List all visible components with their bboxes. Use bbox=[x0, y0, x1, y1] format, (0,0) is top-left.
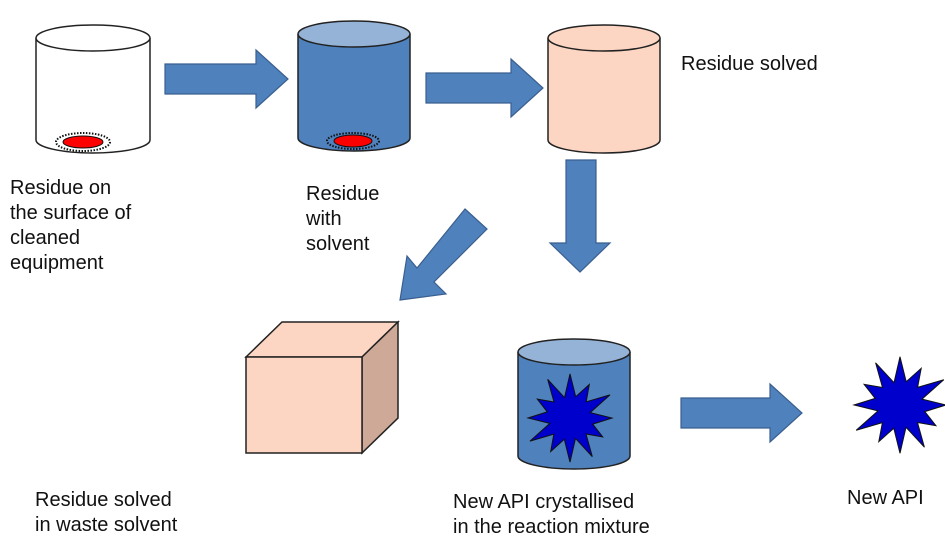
arrow-right-icon bbox=[425, 57, 544, 119]
waste-solvent-label: Residue solved in waste solvent bbox=[35, 489, 178, 536]
new-api-crystallised-label: New API crystallised in the reaction mix… bbox=[453, 491, 650, 538]
new-api-label: New API bbox=[847, 487, 924, 509]
solvent-vessel-icon bbox=[297, 20, 411, 152]
arrow-right-icon bbox=[164, 48, 289, 110]
residue-solvent-label: Residue with solvent bbox=[306, 183, 380, 255]
waste-container-cube-icon bbox=[244, 320, 400, 455]
arrow-diagonal-icon bbox=[399, 208, 488, 301]
arrow-right-icon bbox=[680, 382, 803, 444]
arrow-down-icon bbox=[548, 159, 612, 273]
empty-vessel-icon bbox=[35, 24, 151, 154]
api-crystal-burst-icon bbox=[526, 373, 614, 463]
residue-solved-label: Residue solved bbox=[681, 53, 818, 75]
new-api-burst-icon bbox=[852, 356, 945, 454]
reaction-vessel-icon bbox=[517, 338, 631, 470]
residue-spot-icon bbox=[55, 132, 111, 152]
residue-spot-icon bbox=[326, 132, 380, 150]
residue-surface-label: Residue on the surface of cleaned equipm… bbox=[10, 177, 132, 274]
solved-vessel-icon bbox=[547, 24, 661, 154]
